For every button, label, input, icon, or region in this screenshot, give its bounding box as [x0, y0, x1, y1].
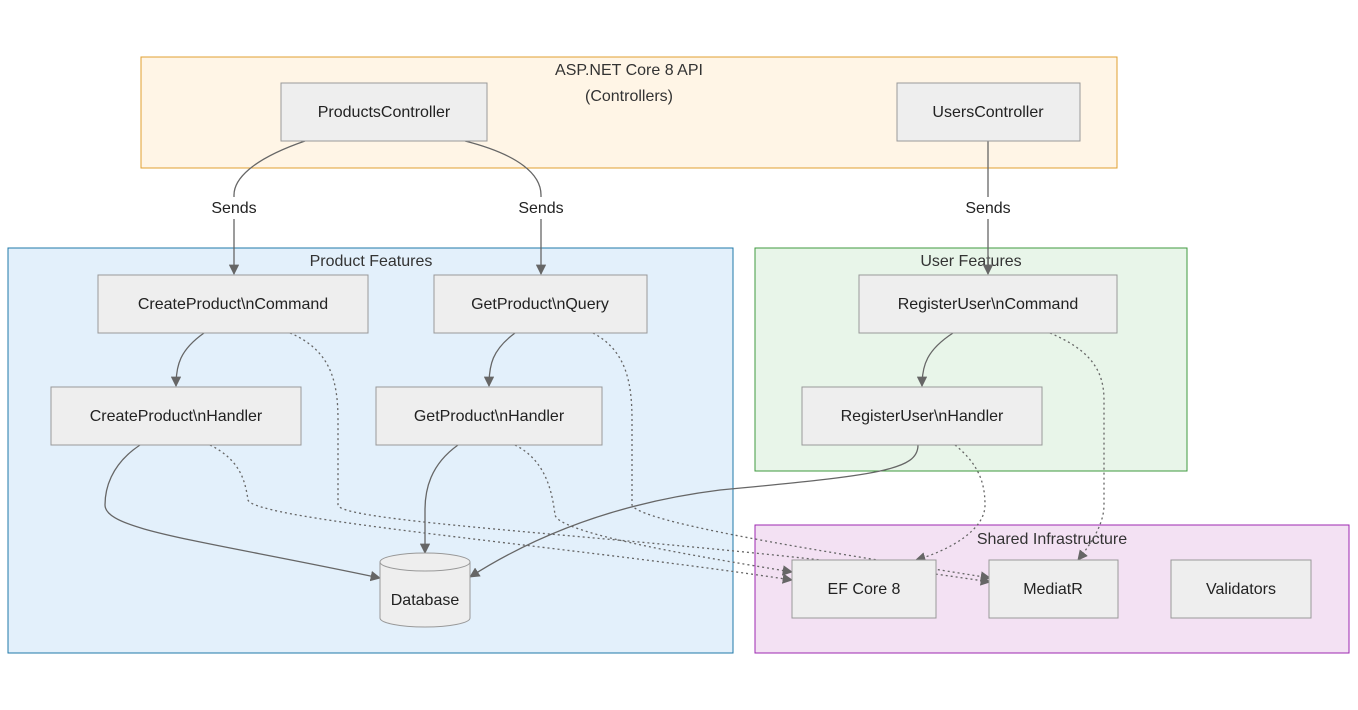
node-products-controller[interactable]: ProductsController [280, 82, 488, 142]
edge-registerhandler-to-database [469, 444, 919, 578]
api-cluster-subtitle: (Controllers) [585, 88, 673, 105]
node-create-product-command[interactable]: CreateProduct\nCommand [97, 274, 369, 334]
mediatr-label: MediatR [1023, 581, 1083, 598]
sends-label-3: Sends [965, 200, 1010, 217]
sends-label-bg-2 [510, 197, 572, 219]
node-create-product-handler[interactable]: CreateProduct\nHandler [50, 386, 302, 446]
register-user-command-label: RegisterUser\nCommand [898, 296, 1079, 313]
edge-createhandler-to-database [104, 444, 382, 582]
node-users-controller[interactable]: UsersController [896, 82, 1081, 142]
node-register-user-command[interactable]: RegisterUser\nCommand [858, 274, 1118, 334]
get-product-query-label: GetProduct\nQuery [471, 296, 609, 313]
edge-registercommand-to-mediatr [1049, 332, 1105, 561]
edge-createcommand-to-createhandler [170, 332, 205, 388]
edge-gethandler-to-database [419, 444, 459, 555]
edge-gethandler-to-efcore [514, 444, 794, 576]
node-database[interactable]: Database [379, 552, 471, 628]
api-cluster-title: ASP.NET Core 8 API [555, 62, 703, 79]
register-user-handler-label: RegisterUser\nHandler [841, 408, 1004, 425]
sends-label-bg-3 [957, 197, 1019, 219]
create-product-handler-label: CreateProduct\nHandler [90, 408, 263, 425]
node-get-product-query[interactable]: GetProduct\nQuery [433, 274, 648, 334]
edge-products-to-createcommand [228, 140, 306, 276]
validators-label: Validators [1206, 581, 1276, 598]
edge-getquery-to-gethandler [483, 332, 516, 388]
user-features-title: User Features [920, 253, 1021, 270]
node-get-product-handler[interactable]: GetProduct\nHandler [375, 386, 603, 446]
edge-createcommand-to-mediatr [289, 332, 992, 586]
node-mediatr[interactable]: MediatR [988, 559, 1119, 619]
edge-products-to-getquery [464, 140, 547, 276]
products-controller-label: ProductsController [318, 104, 451, 121]
node-validators[interactable]: Validators [1170, 559, 1312, 619]
sends-label-bg-1 [203, 197, 265, 219]
node-register-user-handler[interactable]: RegisterUser\nHandler [801, 386, 1043, 446]
database-label: Database [391, 592, 460, 609]
sends-label-1: Sends [211, 200, 256, 217]
edges [104, 140, 1105, 586]
create-product-command-label: CreateProduct\nCommand [138, 296, 328, 313]
ef-core-label: EF Core 8 [828, 581, 901, 598]
node-ef-core[interactable]: EF Core 8 [791, 559, 937, 619]
product-features-title: Product Features [310, 253, 433, 270]
shared-infrastructure-title: Shared Infrastructure [977, 531, 1127, 548]
sends-label-2: Sends [518, 200, 563, 217]
users-controller-label: UsersController [932, 104, 1044, 121]
get-product-handler-label: GetProduct\nHandler [414, 408, 565, 425]
edge-registercommand-to-registerhandler [916, 332, 954, 388]
